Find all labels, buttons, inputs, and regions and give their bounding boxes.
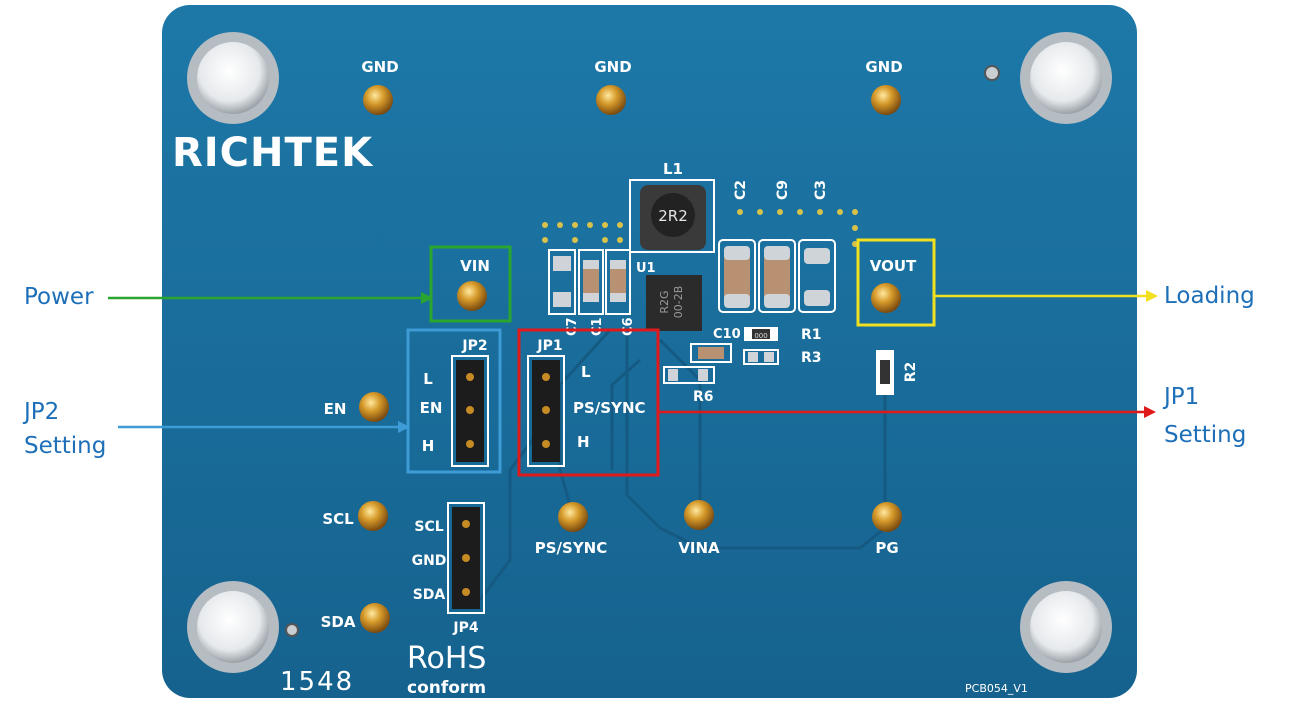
r6-label: R6 — [693, 389, 714, 405]
u1-label: U1 — [636, 261, 656, 276]
ps-sync-pin — [558, 502, 588, 532]
gnd-label-2: GND — [594, 58, 631, 76]
r1-code: 000 — [754, 332, 767, 340]
board-code: 1548 — [280, 667, 354, 697]
jp1-title: JP1 — [536, 338, 562, 354]
c10-label: C10 — [713, 327, 741, 342]
chip-marking-2: R2G — [658, 290, 671, 313]
jp1-l-label: L — [581, 363, 591, 381]
vias — [542, 209, 858, 247]
power-highlight-box — [429, 245, 512, 323]
input-capacitors — [548, 249, 631, 315]
callout-jp2-line2: Setting — [24, 433, 106, 459]
callout-power-text: Power — [24, 284, 94, 310]
en-pin — [359, 392, 389, 422]
ps-sync-label: PS/SYNC — [535, 539, 608, 557]
vina-label: VINA — [678, 539, 720, 557]
jp2-title: JP2 — [461, 338, 487, 354]
c1-label: C1 — [590, 317, 605, 336]
gnd-pin-1 — [363, 85, 393, 115]
l1-outline — [629, 179, 715, 253]
l1-marking: 2R2 — [658, 207, 688, 225]
jp1-ps-sync-label: PS/SYNC — [573, 399, 646, 417]
vout-label: VOUT — [870, 257, 917, 275]
scl-label: SCL — [322, 510, 354, 528]
scl-pin — [358, 501, 388, 531]
vout-pin — [871, 283, 901, 313]
jp4-gnd-label: GND — [412, 553, 447, 569]
gnd-label-1: GND — [361, 58, 398, 76]
callout-jp2: JP2 Setting — [22, 399, 410, 459]
gnd-pin-2 — [596, 85, 626, 115]
pg-pin — [872, 502, 902, 532]
brand-logo: RICHTEK — [172, 130, 374, 176]
sda-pin — [360, 603, 390, 633]
jp2-l-label: L — [423, 370, 433, 388]
en-label: EN — [324, 400, 347, 418]
l1-label: L1 — [663, 160, 683, 178]
gnd-pin-3 — [871, 85, 901, 115]
callout-loading: Loading — [934, 283, 1255, 309]
sda-label: SDA — [321, 613, 356, 631]
jp1-highlight-box — [517, 328, 660, 477]
callout-power: Power — [24, 284, 433, 310]
c2-label: C2 — [733, 180, 749, 200]
callout-jp2-line1: JP2 — [22, 399, 59, 425]
output-capacitors — [718, 239, 836, 313]
callout-jp1-line2: Setting — [1164, 422, 1246, 448]
gnd-label-3: GND — [865, 58, 902, 76]
chip-marking: 00-2B — [672, 286, 685, 319]
c9-label: C9 — [775, 180, 791, 200]
vin-pin — [457, 281, 487, 311]
callout-jp1: JP1 Setting — [658, 384, 1246, 448]
jp2-en-label: EN — [420, 399, 443, 417]
pcb-board — [162, 5, 1137, 698]
conform-mark: conform — [407, 678, 486, 698]
vin-label: VIN — [460, 257, 490, 275]
c7-label: C7 — [565, 317, 580, 336]
rohs-mark: RoHS — [407, 641, 486, 676]
callout-jp1-line1: JP1 — [1162, 384, 1199, 410]
c3-label: C3 — [813, 180, 829, 200]
vina-pin — [684, 500, 714, 530]
loading-highlight-box — [856, 238, 936, 327]
jp1-h-label: H — [577, 433, 590, 451]
mounting-holes — [187, 32, 1112, 673]
u1-chip — [646, 275, 702, 331]
r2-label: R2 — [903, 362, 919, 383]
jp4-title: JP4 — [452, 620, 478, 636]
jp2-h-label: H — [422, 437, 435, 455]
gnd-pins: GND GND GND — [361, 58, 903, 115]
pg-label: PG — [875, 539, 898, 557]
jp4-scl-label: SCL — [414, 519, 443, 535]
pcb-version: PCB054_V1 — [965, 682, 1028, 695]
jp2-highlight-box — [406, 328, 502, 474]
r1-label: R1 — [801, 327, 822, 343]
callout-loading-text: Loading — [1164, 283, 1255, 309]
c6-label: C6 — [621, 317, 636, 336]
jp4-sda-label: SDA — [413, 587, 446, 603]
r3-label: R3 — [801, 350, 822, 366]
